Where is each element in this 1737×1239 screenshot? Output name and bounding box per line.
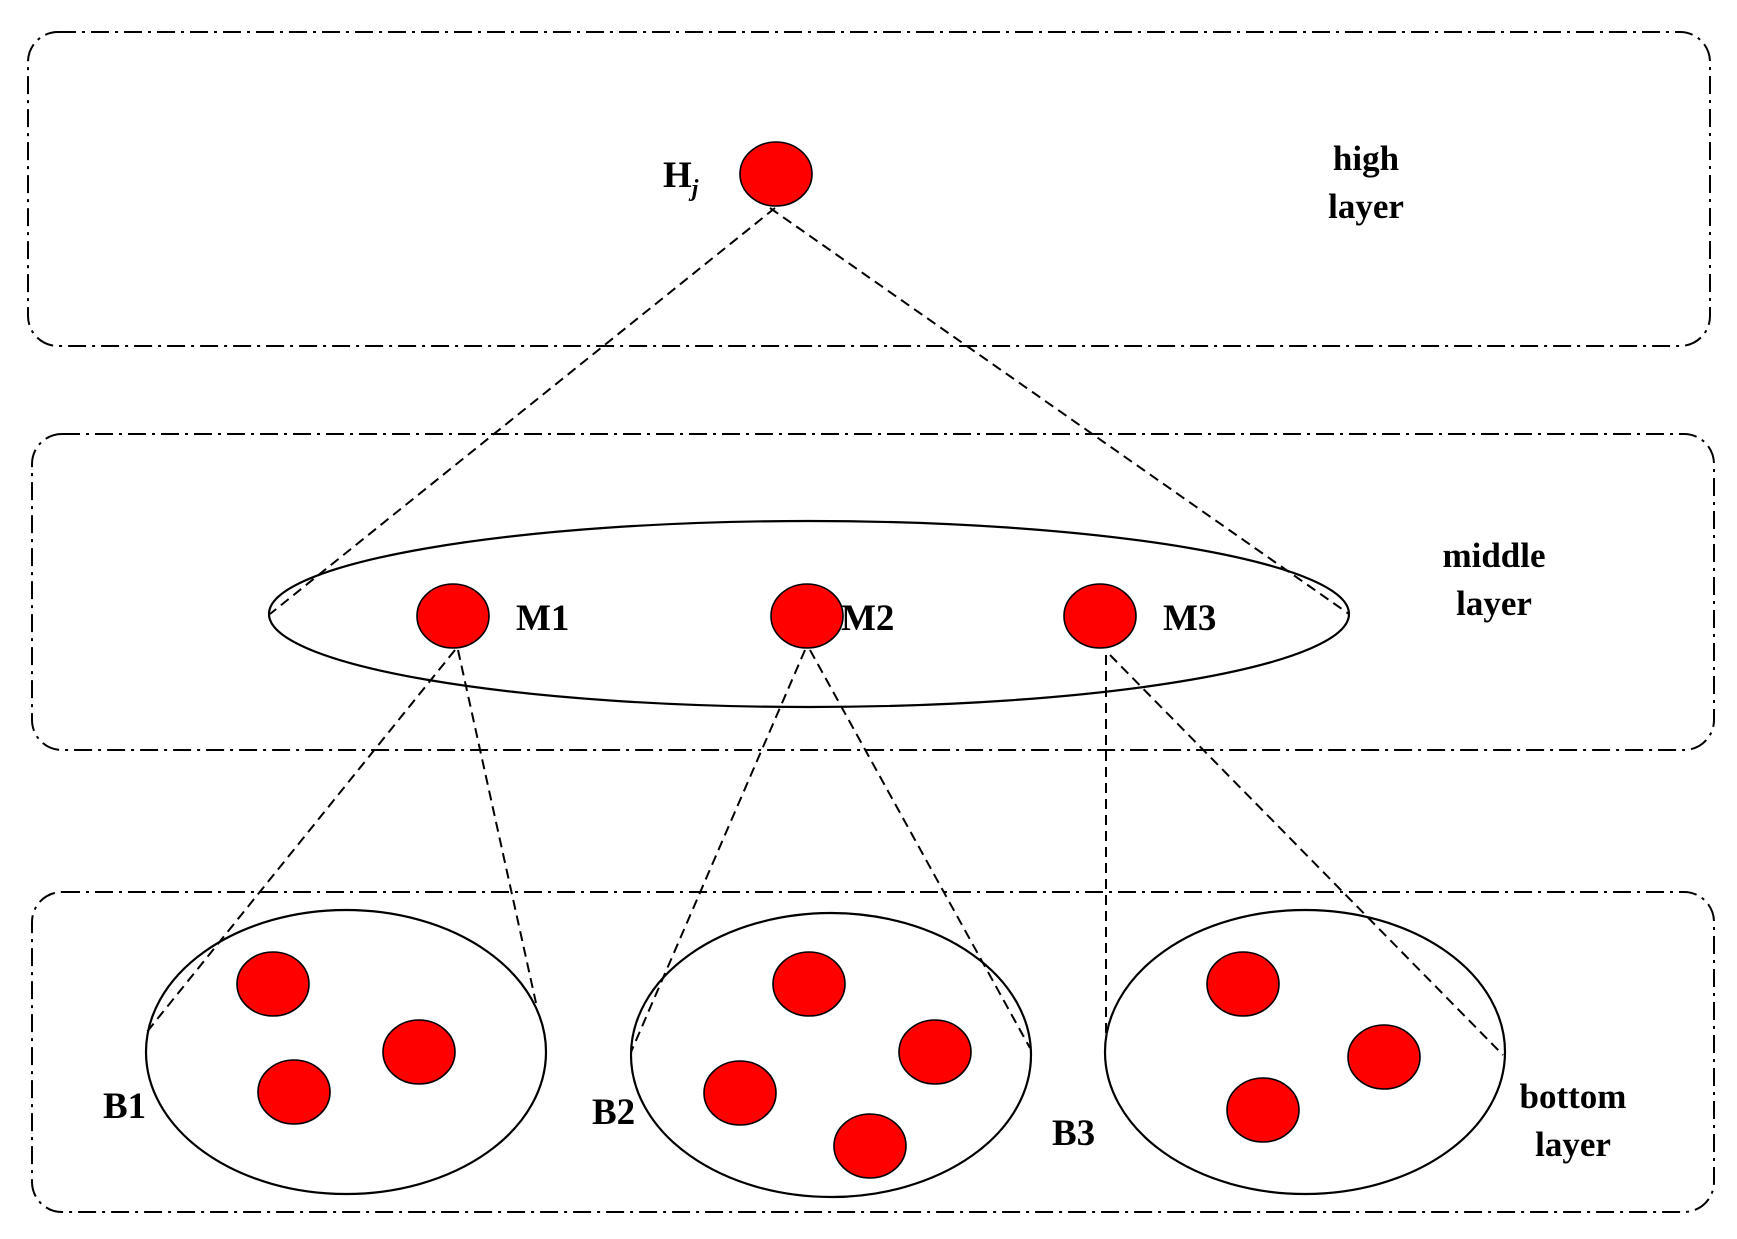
group-b2-label: B2 <box>592 1092 635 1133</box>
node-b2-2 <box>898 1019 972 1085</box>
high-layer-label-line1: high <box>1333 139 1399 178</box>
node-b3-2 <box>1347 1024 1421 1090</box>
group-b1-label: B1 <box>103 1086 146 1127</box>
node-m1-label: M1 <box>516 598 569 639</box>
node-hj <box>739 141 813 207</box>
node-m2-label: M2 <box>841 598 894 639</box>
group-b3-ellipse <box>1103 908 1507 1196</box>
bottom-layer-label-line2: layer <box>1535 1125 1611 1164</box>
high-layer-box <box>27 31 1711 347</box>
group-b3-label: B3 <box>1052 1113 1095 1154</box>
node-m3 <box>1063 583 1137 649</box>
node-m1 <box>416 583 490 649</box>
middle-layer-label-line2: layer <box>1456 584 1532 623</box>
node-b1-1 <box>236 951 310 1017</box>
node-b2-4 <box>833 1113 907 1179</box>
group-b1-ellipse <box>144 908 548 1196</box>
node-hj-label: Hj <box>663 155 699 202</box>
bottom-layer-box <box>31 891 1715 1213</box>
high-layer-label-line2: layer <box>1328 187 1404 226</box>
connector-hj-right <box>769 207 1350 615</box>
connector-m3-right <box>1109 654 1504 1056</box>
connector-m1-left <box>145 649 456 1034</box>
node-b2-1 <box>772 951 846 1017</box>
node-m2 <box>770 583 844 649</box>
middle-layer-label-line1: middle <box>1442 536 1545 575</box>
connector-m1-right <box>457 649 537 1004</box>
group-b2-ellipse <box>629 911 1033 1199</box>
middle-layer-box <box>31 433 1715 751</box>
connector-m2-left <box>630 649 806 1053</box>
connector-m2-right <box>809 649 1031 1049</box>
node-b1-3 <box>257 1059 331 1125</box>
node-m3-label: M3 <box>1163 598 1216 639</box>
bottom-layer-label-line1: bottom <box>1520 1077 1627 1116</box>
connector-hj-left <box>269 207 776 615</box>
node-b2-3 <box>703 1060 777 1126</box>
node-b3-3 <box>1226 1077 1300 1143</box>
node-b1-2 <box>382 1019 456 1085</box>
node-b3-1 <box>1206 951 1280 1017</box>
